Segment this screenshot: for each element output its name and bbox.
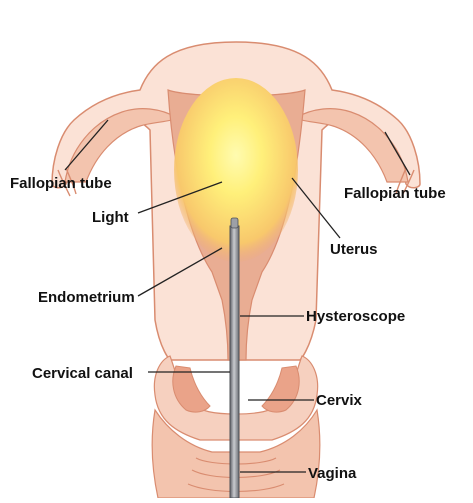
label-cervix: Cervix xyxy=(316,392,363,409)
label-endometrium: Endometrium xyxy=(38,289,135,306)
hysteroscope-shaft xyxy=(230,226,239,498)
label-hysteroscope: Hysteroscope xyxy=(306,308,405,325)
label-cervical-canal: Cervical canal xyxy=(32,365,133,382)
hysteroscope-tip xyxy=(231,218,238,228)
label-vagina: Vagina xyxy=(308,465,357,482)
label-fallopian-tube-right: Fallopian tube xyxy=(344,185,446,202)
label-fallopian-tube-left: Fallopian tube xyxy=(10,175,112,192)
label-uterus: Uterus xyxy=(330,241,378,258)
label-light: Light xyxy=(92,209,129,226)
